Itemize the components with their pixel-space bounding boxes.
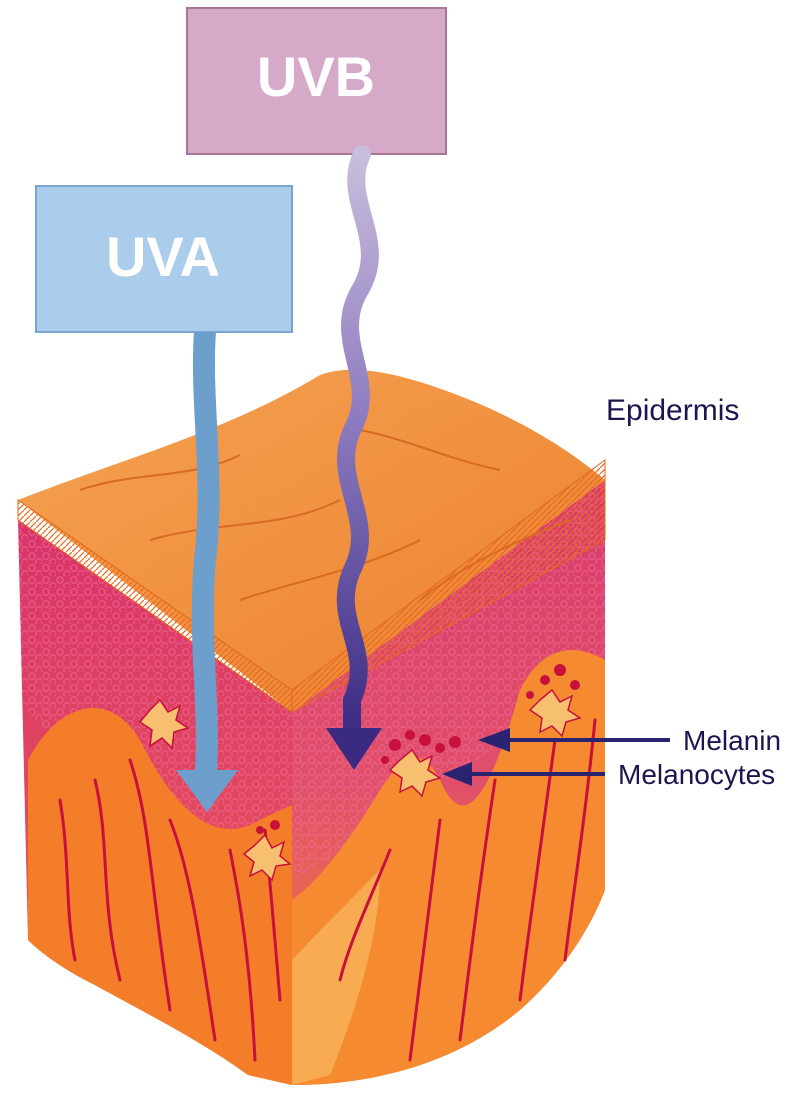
uva-label: UVA bbox=[106, 225, 220, 288]
epidermis-label: Epidermis bbox=[606, 394, 739, 427]
skin-block bbox=[18, 370, 605, 1085]
melanin-label: Melanin bbox=[683, 725, 781, 756]
uva-arrow-shaft bbox=[203, 332, 209, 772]
uvb-label: UVB bbox=[257, 45, 375, 108]
melanocytes-label: Melanocytes bbox=[618, 759, 775, 790]
